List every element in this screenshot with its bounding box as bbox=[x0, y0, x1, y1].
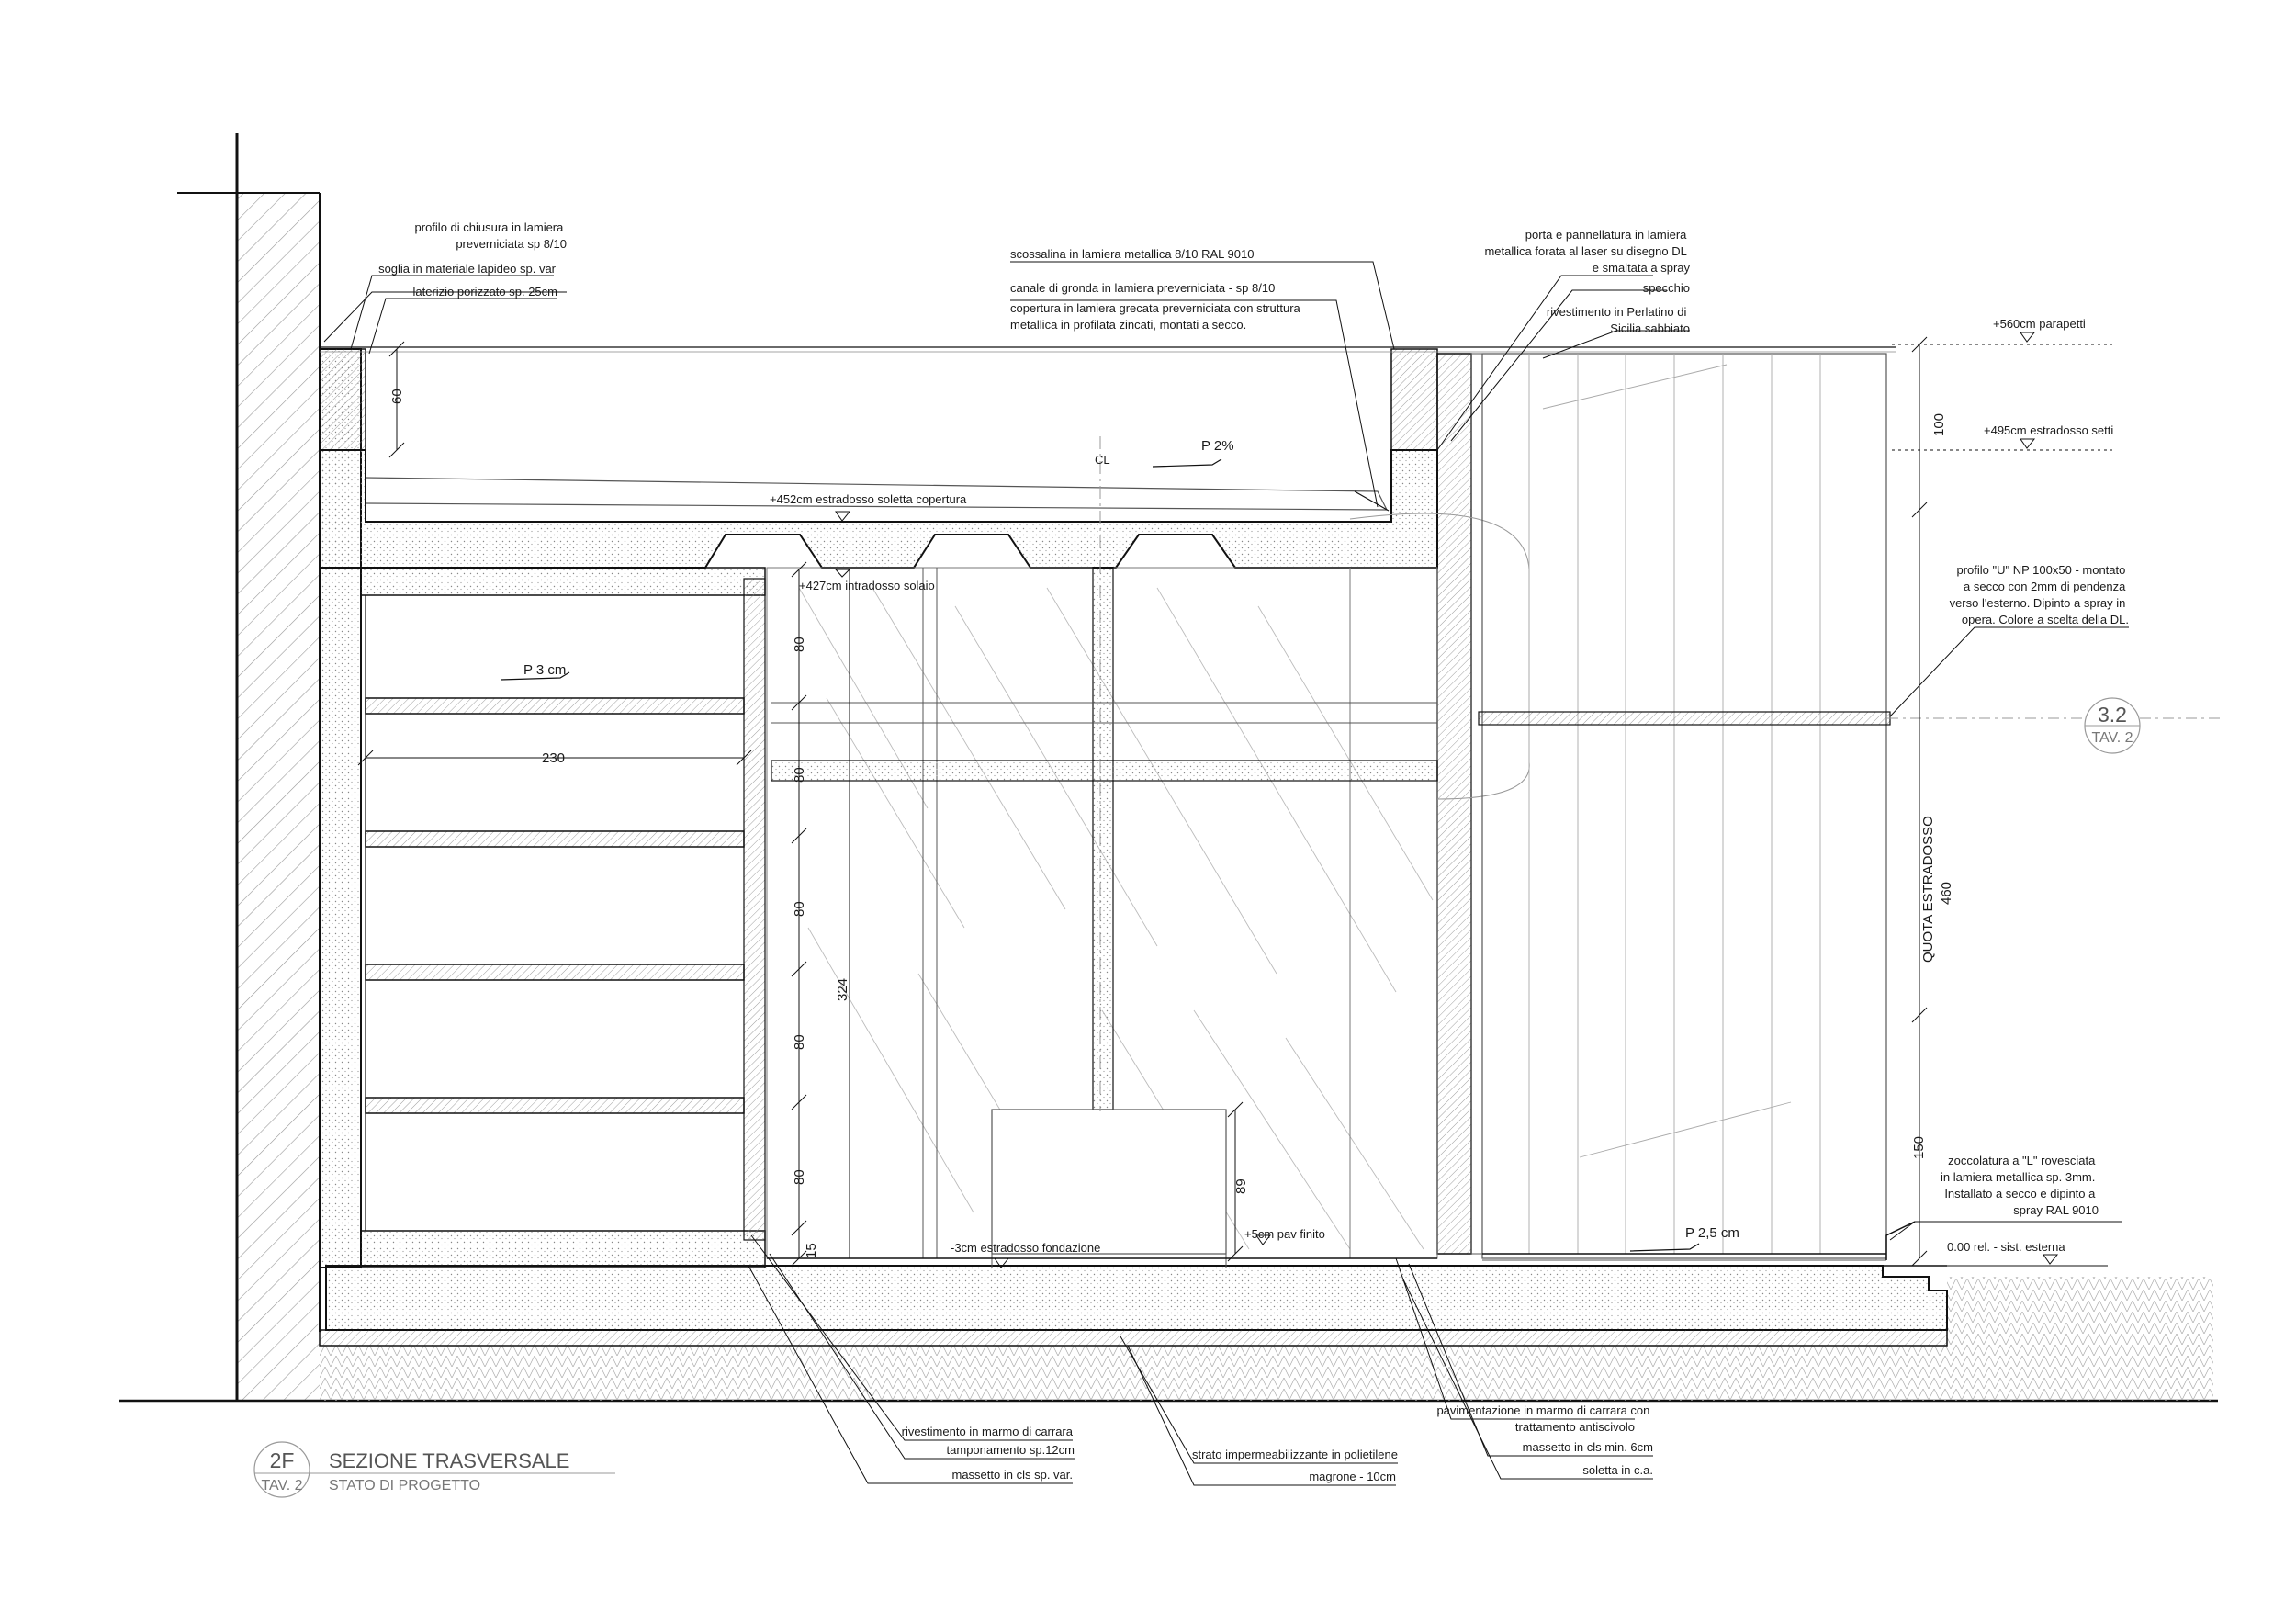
note-canale: canale di gronda in lamiera preverniciat… bbox=[1010, 281, 1275, 295]
note-profilo-u: profilo "U" NP 100x50 - montato a secco … bbox=[1950, 563, 2129, 626]
title-main: SEZIONE TRASVERSALE bbox=[329, 1449, 569, 1472]
dim-quota-estradosso: QUOTA ESTRADOSSO bbox=[1920, 816, 1936, 963]
slope-roof: P 2% bbox=[1201, 438, 1234, 454]
dim-150: 150 bbox=[1911, 1136, 1927, 1159]
note-laterizio: laterizio porizzato sp. 25cm bbox=[412, 285, 557, 299]
dim-324: 324 bbox=[835, 978, 850, 1001]
note-tamponamento: tamponamento sp.12cm bbox=[947, 1443, 1075, 1457]
section-marker-sheet: TAV. 2 bbox=[2091, 730, 2133, 746]
shelving-unit bbox=[360, 567, 766, 1268]
dimension-lines bbox=[357, 336, 1928, 1267]
slope-shelf: P 3 cm bbox=[523, 662, 566, 678]
note-specchio: specchio bbox=[1643, 281, 1690, 295]
dim-230: 230 bbox=[542, 750, 565, 766]
title-subtitle: STATO DI PROGETTO bbox=[329, 1478, 480, 1493]
slope-marks bbox=[500, 458, 1700, 1252]
level-setti: +495cm estradosso setti bbox=[1984, 423, 2113, 437]
concrete-shell bbox=[319, 346, 1896, 1268]
note-massetto-cls: massetto in cls sp. var. bbox=[952, 1468, 1074, 1482]
note-soglia: soglia in materiale lapideo sp. var bbox=[378, 262, 557, 276]
dim-80-1: 80 bbox=[792, 637, 807, 652]
note-magrone: magrone - 10cm bbox=[1309, 1470, 1396, 1483]
foundation-slab bbox=[319, 1265, 1948, 1347]
title-ref-sheet: TAV. 2 bbox=[261, 1478, 302, 1493]
neighbour-wall bbox=[177, 133, 321, 1401]
note-zoccolatura: zoccolatura a "L" rovesciata in lamiera … bbox=[1941, 1154, 2099, 1217]
section-marker: 3.2 TAV. 2 bbox=[1887, 697, 2223, 754]
dim-460: 460 bbox=[1939, 882, 1954, 905]
dim-80-4: 80 bbox=[792, 1034, 807, 1050]
dim-89: 89 bbox=[1233, 1178, 1249, 1194]
note-pavimentazione: pavimentazione in marmo di carrara con t… bbox=[1436, 1403, 1653, 1434]
title-ref-number: 2F bbox=[270, 1448, 295, 1472]
dim-100: 100 bbox=[1931, 413, 1947, 436]
dim-15: 15 bbox=[804, 1243, 819, 1258]
dim-80-2: 80 bbox=[792, 767, 807, 783]
title-block: 2F TAV. 2 SEZIONE TRASVERSALE STATO DI P… bbox=[253, 1441, 615, 1498]
note-copertura: copertura in lamiera grecata prevernicia… bbox=[1010, 301, 1303, 332]
level-marks bbox=[834, 332, 2112, 1268]
note-rivestimento-perlatino: rivestimento in Perlatino di Sicilia sab… bbox=[1547, 305, 1690, 335]
ground bbox=[119, 1277, 2218, 1403]
dim-80-3: 80 bbox=[792, 901, 807, 917]
level-zero: 0.00 rel. - sist. esterna bbox=[1947, 1240, 2065, 1254]
mirror-partition bbox=[766, 513, 1530, 1268]
level-fondazione: -3cm estradosso fondazione bbox=[951, 1241, 1100, 1255]
note-strato-impermeabilizzante: strato impermeabilizzante in polietilene bbox=[1192, 1448, 1398, 1461]
annotation-notes: profilo di chiusura in lamiera prevernic… bbox=[378, 220, 2129, 1483]
dim-80-5: 80 bbox=[792, 1169, 807, 1185]
slope-floor: P 2,5 cm bbox=[1685, 1225, 1739, 1241]
centerline-group: CL bbox=[1095, 436, 1110, 1111]
level-intradosso: +427cm intradosso solaio bbox=[799, 579, 935, 592]
note-scossalina: scossalina in lamiera metallica 8/10 RAL… bbox=[1010, 247, 1254, 261]
note-massetto-min: massetto in cls min. 6cm bbox=[1523, 1440, 1653, 1454]
level-parapetti: +560cm parapetti bbox=[1993, 317, 2086, 331]
leader-lines bbox=[323, 261, 2129, 1486]
note-porta: porta e pannellatura in lamiera metallic… bbox=[1484, 228, 1690, 275]
note-rivestimento-marmo: rivestimento in marmo di carrara bbox=[902, 1425, 1074, 1438]
dim-60: 60 bbox=[389, 389, 405, 404]
centerline-label: CL bbox=[1095, 453, 1110, 467]
section-marker-number: 3.2 bbox=[2098, 703, 2127, 727]
perlatino-cladding bbox=[1478, 353, 1916, 1261]
note-profilo-chiusura: profilo di chiusura in lamiera prevernic… bbox=[415, 220, 567, 251]
note-soletta: soletta in c.a. bbox=[1582, 1463, 1653, 1477]
level-pav-finito: +5cm pav finito bbox=[1244, 1227, 1325, 1241]
level-soletta-copertura: +452cm estradosso soletta copertura bbox=[770, 492, 967, 506]
